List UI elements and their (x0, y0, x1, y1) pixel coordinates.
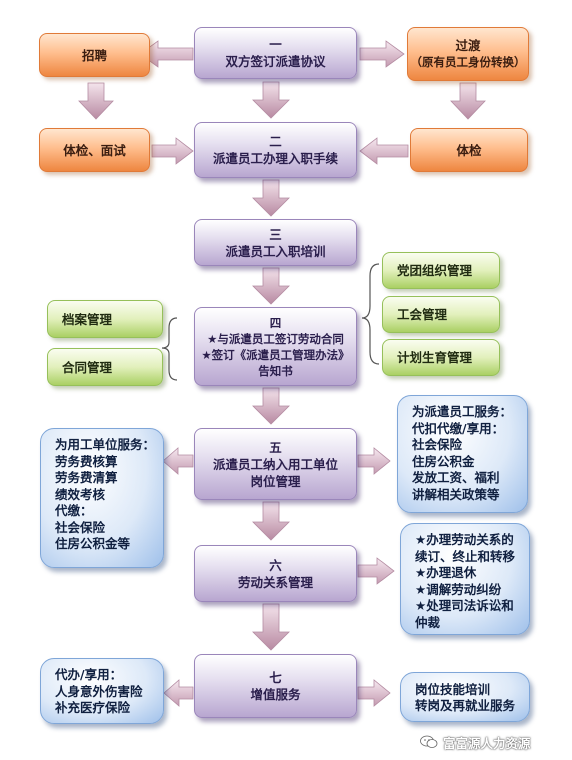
employee-services-item: 代扣代缴/享用： (412, 420, 505, 436)
exam-interview-box: 体检、面试 (39, 128, 150, 172)
insurance-item: 补充医疗保险 (55, 700, 131, 715)
step-4-box: 四 ★与派遣员工签订劳动合同 ★签订《派遣员工管理办法》 告知书 (194, 307, 357, 386)
step-4-number: 四 (269, 315, 282, 330)
arrow-s1-transition (359, 40, 405, 68)
arrow-check-s2 (359, 137, 409, 165)
arrow-s5-employer (162, 447, 194, 475)
labor-item: ★办理劳动关系的 (415, 532, 514, 547)
wechat-icon (420, 735, 438, 748)
training-box: 岗位技能培训 转岗及再就业服务 (400, 672, 530, 722)
employee-services-title: 为派遣员工服务： (412, 404, 513, 419)
training-item: 岗位技能培训 (415, 681, 491, 697)
step-7-number: 七 (269, 670, 282, 685)
recruit-label: 招聘 (81, 47, 107, 63)
left-brace (161, 317, 178, 381)
arrow-4-5 (252, 387, 290, 425)
employer-services-item: 社会保险 (55, 519, 106, 535)
step-4-line-1: ★与派遣员工签订劳动合同 (207, 331, 344, 346)
step-6-box: 六 劳动关系管理 (194, 545, 357, 602)
step-6-text: 劳动关系管理 (237, 574, 313, 590)
step-3-text: 派遣员工入职培训 (225, 243, 326, 259)
employer-services-item: 劳务费清算 (55, 470, 118, 485)
insurance-item: 人身意外伤害险 (55, 683, 143, 699)
labor-item: 仲裁 (415, 614, 441, 630)
arrow-s7-insurance (163, 679, 194, 707)
archive-management-label: 档案管理 (62, 311, 113, 327)
labor-item: ★办理退休 (415, 565, 477, 580)
check-box: 体检 (410, 128, 528, 172)
recruit-box: 招聘 (39, 33, 150, 77)
union-management-label: 工会管理 (397, 307, 448, 322)
insurance-title: 代办/享用： (55, 667, 123, 682)
step-3-number: 三 (269, 226, 282, 242)
family-planning-label: 计划生育管理 (397, 350, 473, 365)
step-1-box: 一 双方签订派遣协议 (194, 27, 357, 79)
step-4-line-3: 告知书 (258, 363, 293, 378)
watermark-text: 富富源人力资源 (443, 735, 531, 751)
transition-subtitle: （原有员工身份转换） (410, 55, 526, 69)
arrow-6-7 (252, 603, 290, 651)
step-2-number: 二 (269, 134, 282, 149)
arrow-3-4 (252, 267, 290, 305)
party-management-box: 党团组织管理 (382, 252, 500, 289)
step-7-box: 七 增值服务 (194, 654, 357, 718)
arrow-recruit-exam (78, 82, 114, 120)
step-1-text: 双方签订派遣协议 (225, 54, 326, 69)
contract-management-box: 合同管理 (47, 348, 163, 386)
employer-services-item: 住房公积金等 (55, 536, 131, 551)
step-6-number: 六 (269, 557, 282, 573)
step-2-box: 二 派遣员工办理入职手续 (194, 122, 357, 178)
employer-services-item: 代缴： (55, 503, 93, 518)
employee-services-item: 住房公积金 (412, 453, 475, 469)
employee-services-item: 社会保险 (412, 437, 463, 452)
arrow-s6-labor (357, 557, 395, 585)
union-management-box: 工会管理 (382, 296, 500, 333)
labor-item: ★调解劳动纠纷 (415, 581, 502, 597)
arrow-1-2 (252, 81, 290, 119)
step-1-number: 一 (269, 37, 282, 52)
arrow-s7-training (357, 679, 391, 707)
training-item: 转岗及再就业服务 (415, 698, 516, 713)
employer-services-box: 为用工单位服务： 劳务费核算 劳务费清算 绩效考核 代缴： 社会保险 住房公积金… (40, 428, 164, 568)
arrow-s5-employee (357, 447, 391, 475)
exam-interview-label: 体检、面试 (63, 142, 126, 158)
step-5-line-2: 岗位管理 (250, 473, 301, 489)
employee-services-item: 发放工资、福利 (412, 470, 500, 485)
contract-management-label: 合同管理 (62, 359, 113, 375)
arrow-5-6 (252, 501, 290, 541)
step-5-number: 五 (269, 439, 282, 455)
check-label: 体检 (456, 142, 482, 158)
archive-management-box: 档案管理 (47, 300, 163, 338)
step-7-text: 增值服务 (250, 687, 301, 702)
arrow-transition-check (450, 82, 486, 120)
arrow-exam-s2 (151, 137, 194, 165)
transition-title: 过渡 (455, 38, 481, 53)
labor-item: 续订、终止和转移 (415, 548, 516, 564)
step-5-box: 五 派遣员工纳入用工单位 岗位管理 (194, 428, 357, 500)
step-3-box: 三 派遣员工入职培训 (194, 219, 357, 266)
arrow-2-3 (252, 179, 290, 217)
employee-services-item: 讲解相关政策等 (412, 486, 500, 502)
employer-services-title: 为用工单位服务： (55, 437, 156, 452)
insurance-box: 代办/享用： 人身意外伤害险 补充医疗保险 (40, 658, 164, 724)
labor-relations-items-box: ★办理劳动关系的 续订、终止和转移 ★办理退休 ★调解劳动纠纷 ★处理司法诉讼和… (400, 523, 530, 635)
party-management-label: 党团组织管理 (397, 263, 473, 278)
employee-services-box: 为派遣员工服务： 代扣代缴/享用： 社会保险 住房公积金 发放工资、福利 讲解相… (397, 395, 528, 513)
watermark: 富富源人力资源 (420, 730, 570, 754)
right-brace (361, 263, 380, 365)
transition-box: 过渡 （原有员工身份转换） (407, 27, 529, 81)
employer-services-item: 绩效考核 (55, 486, 106, 502)
labor-item: ★处理司法诉讼和 (415, 598, 514, 613)
family-planning-box: 计划生育管理 (382, 339, 500, 376)
step-2-text: 派遣员工办理入职手续 (212, 151, 338, 166)
employer-services-item: 劳务费核算 (55, 453, 118, 469)
step-4-line-2: ★签订《派遣员工管理办法》 (201, 347, 350, 362)
step-5-line-1: 派遣员工纳入用工单位 (212, 456, 338, 472)
